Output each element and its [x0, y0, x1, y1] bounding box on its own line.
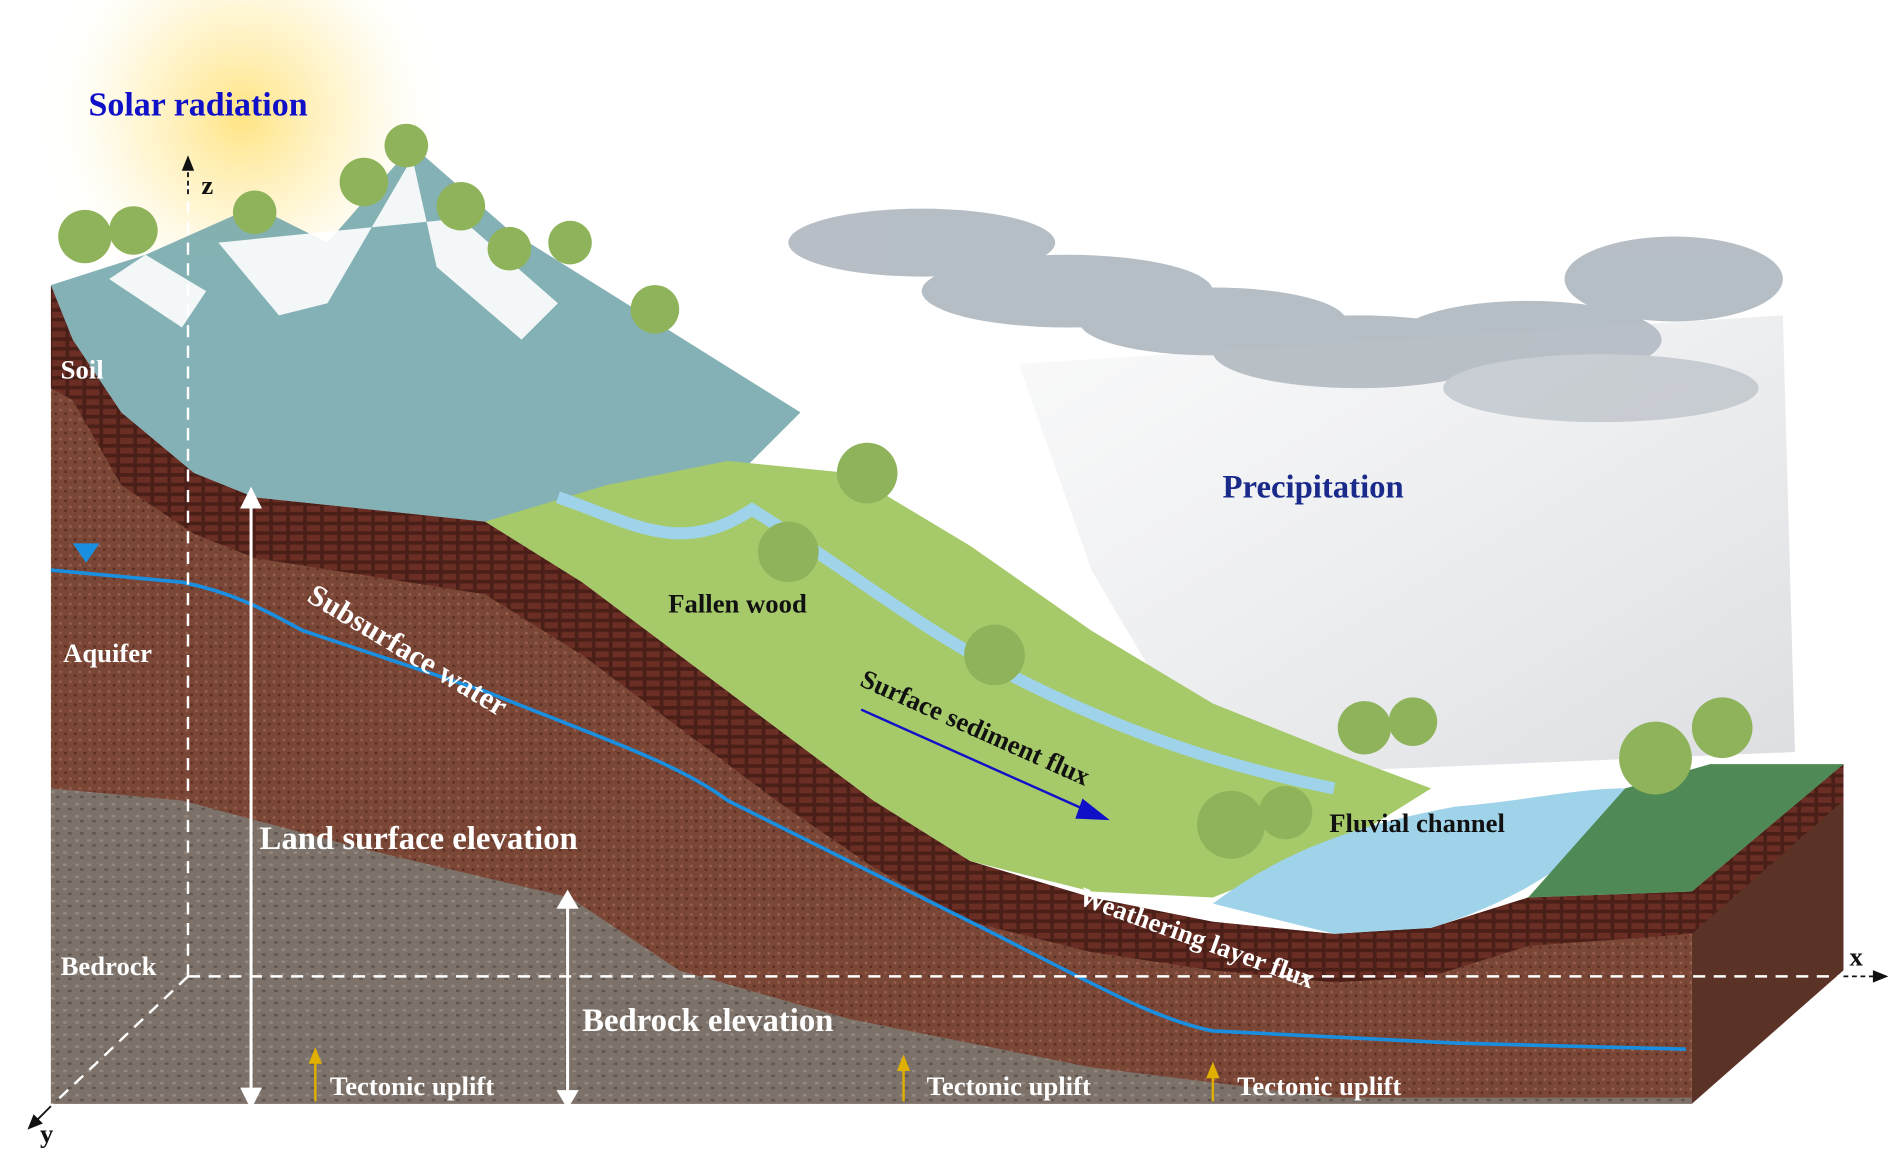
x-axis-label: x	[1850, 941, 1864, 971]
aquifer-label: Aquifer	[63, 638, 152, 668]
mountains	[50, 145, 801, 522]
vegetated-hillslope	[485, 460, 1432, 898]
bedrock-elevation-label: Bedrock elevation	[582, 1003, 833, 1039]
coordinate-axes	[50, 169, 1868, 1108]
bedrock-label: Bedrock	[61, 951, 157, 981]
fluvial-channel-label: Fluvial channel	[1329, 808, 1505, 838]
water-table-line	[50, 568, 1686, 1051]
trees	[58, 123, 1753, 859]
water-table-marker-icon	[72, 543, 100, 563]
z-axis-label: z	[201, 170, 213, 200]
surface-sediment-flux-arrow	[860, 708, 1110, 821]
bedrock-layer	[50, 788, 1692, 1104]
precipitation-label: Precipitation	[1223, 469, 1404, 505]
tectonic-uplift-label: Tectonic uplift	[1237, 1071, 1401, 1101]
land-surface-elevation-arrow	[240, 486, 262, 1110]
block-side-face	[1691, 764, 1844, 1104]
solar-radiation-label: Solar radiation	[89, 86, 308, 123]
floodplain	[1431, 764, 1844, 928]
soil-label: Soil	[61, 354, 104, 384]
fallen-wood-label: Fallen wood	[668, 589, 807, 619]
y-axis-label: y	[40, 1119, 54, 1149]
bedrock-elevation-arrow	[556, 889, 579, 1110]
rain-area	[1018, 315, 1795, 777]
tectonic-uplift-label: Tectonic uplift	[330, 1071, 494, 1101]
axis-arrowheads	[27, 155, 1889, 1130]
tectonic-uplift-label: Tectonic uplift	[927, 1071, 1091, 1101]
tectonic-uplift-arrows	[308, 1047, 1220, 1102]
soil-layer	[50, 285, 1844, 983]
land-surface-elevation-label: Land surface elevation	[260, 821, 578, 857]
fluvial-channel	[1212, 788, 1626, 934]
surface-stream	[555, 491, 1336, 795]
